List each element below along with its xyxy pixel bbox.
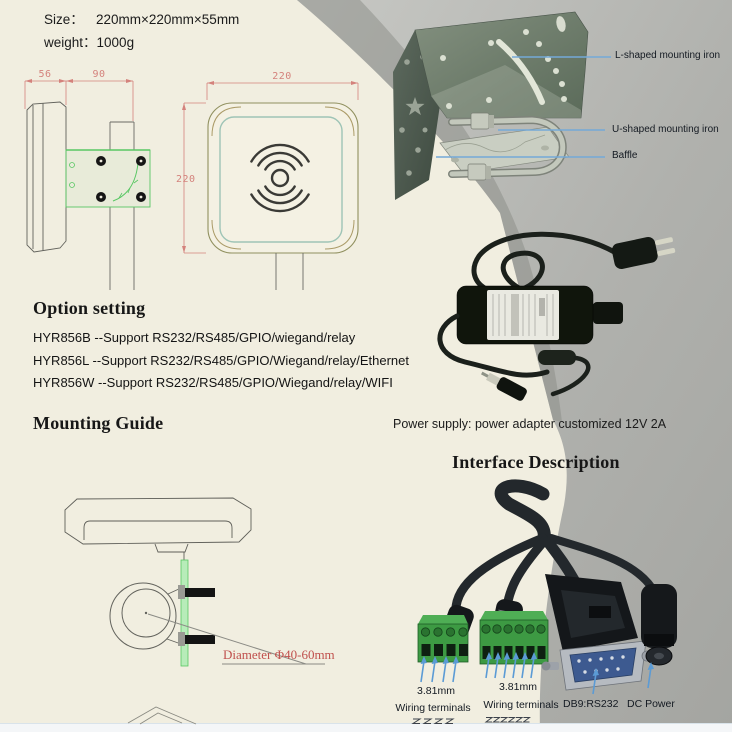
reader-side-profile [26, 101, 67, 253]
power-supply-note: Power supply: power adapter customized 1… [393, 417, 667, 431]
clamp-bolts [178, 585, 215, 646]
option-item: HYR856B --Support RS232/RS485/GPIO/wiega… [33, 330, 356, 345]
weight-value: 1000g [96, 35, 135, 50]
corner-caps [211, 106, 355, 250]
interface-description-heading: Interface Description [452, 452, 620, 472]
size-label: Size： [44, 12, 84, 27]
dc-cord [437, 313, 550, 378]
cropped-text-marks [411, 717, 531, 724]
cable-leads [275, 253, 304, 290]
terminal2-arrows [484, 651, 538, 679]
terminal1-arrows [419, 655, 460, 683]
option-setting-list: HYR856B --Support RS232/RS485/GPIO/wiega… [33, 327, 409, 394]
size-row: Size： 220mm×220mm×55mm [44, 8, 239, 31]
size-value: 220mm×220mm×55mm [96, 12, 240, 27]
dim-front-height: 220 [176, 174, 196, 185]
ferrite-bead [538, 350, 576, 365]
option-item: HYR856L --Support RS232/RS485/GPIO/Wiega… [33, 353, 409, 368]
terminal1-size-label: 3.81mm [417, 685, 455, 697]
option-item: HYR856W --Support RS232/RS485/GPIO/Wiega… [33, 375, 393, 390]
db9-connector [541, 574, 653, 691]
interface-cable-photo [417, 479, 677, 691]
bracket-photo [393, 11, 589, 200]
dc-plug [481, 371, 527, 401]
leader-lines [436, 56, 611, 158]
bracket-edge [180, 559, 189, 667]
weight-label: weight： [44, 35, 97, 50]
rfid-wave-icon [250, 143, 310, 213]
mounting-guide-drawing [64, 497, 252, 667]
mounting-plate [65, 149, 151, 208]
label-baffle: Baffle [612, 150, 638, 161]
dc-barrel-connector [641, 584, 677, 666]
terminal2-name-label: Wiring terminals [483, 699, 559, 711]
power-adapter-photo [437, 231, 676, 401]
dim-bracket-width: 90 [92, 69, 105, 80]
mounting-guide-heading: Mounting Guide [33, 413, 164, 433]
front-panel-inner [219, 116, 343, 243]
terminal-block-2 [479, 611, 549, 665]
baffle-plate [439, 126, 570, 174]
terminal-block-1 [417, 615, 469, 663]
dc-arrow [646, 661, 655, 689]
terminal2-size-label: 3.81mm [499, 681, 537, 693]
weight-row: weight：1000g [44, 31, 239, 54]
option-setting-heading: Option setting [33, 298, 146, 318]
label-u-bolt: U-shaped mounting iron [612, 124, 719, 135]
label-l-bracket: L-shaped mounting iron [615, 50, 721, 61]
cropped-drawing-fragment [127, 706, 197, 725]
dim-front-width: 220 [272, 71, 292, 82]
db9-arrow [591, 667, 600, 695]
spec-block: Size： 220mm×220mm×55mm weight：1000g [44, 8, 239, 54]
pole-lines [109, 121, 135, 290]
diameter-label: Diameter Φ40-60mm [223, 647, 335, 662]
u-bolt [448, 112, 567, 181]
ac-inlet [593, 302, 623, 324]
front-view-drawing: 220 220 [176, 71, 359, 290]
dc-power-label: DC Power [627, 698, 675, 710]
terminal1-name-label: Wiring terminals [395, 702, 471, 714]
adapter-label [487, 290, 559, 340]
ac-plug [611, 237, 676, 270]
reader-front-outline [207, 102, 359, 254]
db9-label: DB9:RS232 [563, 698, 619, 710]
diameter-leader [147, 613, 325, 665]
dim-depth: 56 [38, 69, 51, 80]
l-bracket [393, 11, 589, 200]
side-view-drawing: 56 90 [24, 69, 151, 290]
